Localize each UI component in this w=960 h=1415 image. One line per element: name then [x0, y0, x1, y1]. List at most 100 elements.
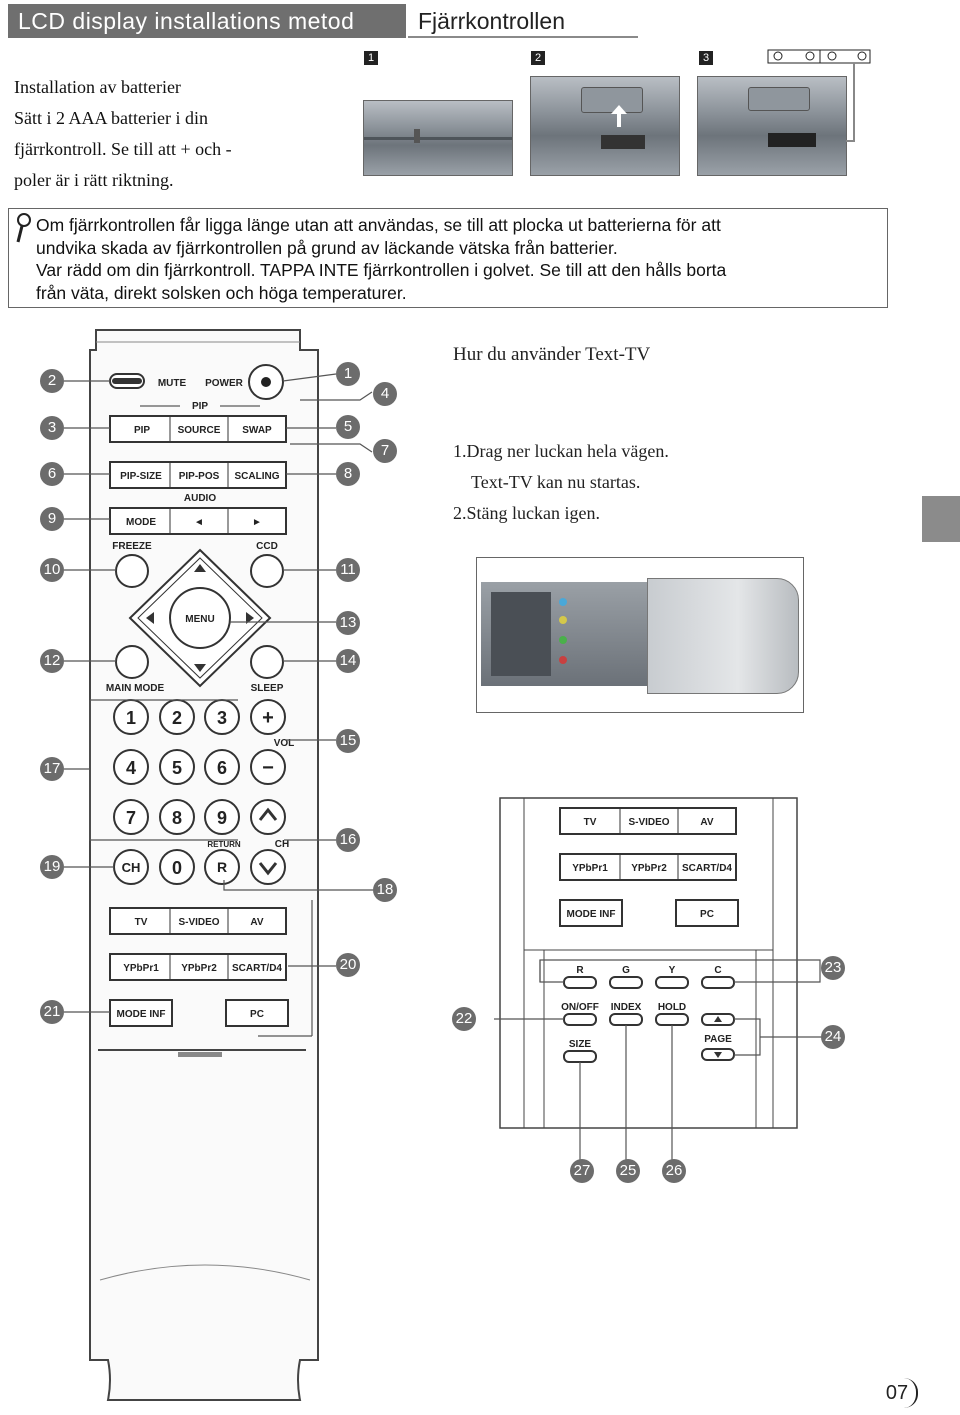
page-label: PAGE: [704, 1034, 732, 1045]
pc-button: PC: [250, 1009, 264, 1020]
key-0: 0: [172, 858, 182, 878]
battery-polarity-icon: [767, 49, 871, 142]
teletext-button-detail: TV S-VIDEO AV YPbPr1 YPbPr2 SCART/D4 MOD…: [494, 797, 822, 1160]
audio-label: AUDIO: [184, 493, 216, 504]
battery-photo-2: [530, 76, 680, 176]
callout-22: 22: [452, 1007, 476, 1031]
main-mode-label: MAIN MODE: [106, 683, 165, 694]
r-key-label: R: [576, 965, 584, 976]
detail-av-button: AV: [700, 817, 713, 828]
callout-20: 20: [336, 953, 360, 977]
key-1: 1: [126, 708, 136, 728]
callout-18: 18: [373, 878, 397, 902]
key-4: 4: [126, 758, 136, 778]
callout-25: 25: [616, 1159, 640, 1183]
audio-left-button: ◄: [194, 517, 204, 528]
vol-label: VOL: [274, 738, 295, 749]
pip-size-button: PIP-SIZE: [120, 471, 162, 482]
step-number-2: 2: [531, 51, 545, 65]
page-number: 07: [878, 1378, 918, 1408]
callout-17: 17: [40, 757, 64, 781]
callout-12: 12: [40, 649, 64, 673]
side-tab: [922, 496, 960, 542]
g-key-label: G: [622, 965, 630, 976]
key-6: 6: [217, 758, 227, 778]
tv-button: TV: [135, 917, 148, 928]
battery-photo-3: [697, 76, 847, 176]
index-label: INDEX: [611, 1002, 642, 1013]
warning-line: undvika skada av fjärrkontrollen på grun…: [36, 237, 618, 258]
svideo-button: S-VIDEO: [178, 917, 219, 928]
audio-right-button: ►: [252, 517, 262, 528]
callout-lines: [64, 373, 374, 1037]
callout-19: 19: [40, 855, 64, 879]
remote-cover-photo: [476, 557, 804, 713]
teletext-steps: 1.Drag ner luckan hela vägen. Text-TV ka…: [453, 436, 669, 529]
detail-ypbpr2-button: YPbPr2: [631, 863, 667, 874]
warning-line: Var rädd om din fjärrkontroll. TAPPA INT…: [36, 260, 727, 280]
detail-pc-button: PC: [700, 909, 714, 920]
hold-label: HOLD: [658, 1002, 686, 1013]
callout-15: 15: [336, 729, 360, 753]
callout-27: 27: [570, 1159, 594, 1183]
key-3: 3: [217, 708, 227, 728]
callout-16: 16: [336, 828, 360, 852]
key-5: 5: [172, 758, 182, 778]
callout-13: 13: [336, 611, 360, 635]
teletext-title: Hur du använder Text-TV: [453, 344, 651, 365]
size-label: SIZE: [569, 1039, 592, 1050]
teletext-step: 1.Drag ner luckan hela vägen.: [453, 441, 669, 461]
detail-mode-inf-button: MODE INF: [567, 909, 616, 920]
source-button: SOURCE: [178, 425, 221, 436]
mode-button: MODE: [126, 517, 156, 528]
mode-inf-button: MODE INF: [117, 1009, 166, 1020]
callout-11: 11: [336, 558, 360, 582]
detail-ypbpr1-button: YPbPr1: [572, 863, 608, 874]
ypbpr2-button: YPbPr2: [181, 963, 217, 974]
callout-14: 14: [336, 649, 360, 673]
number-keypad: [113, 699, 286, 885]
sleep-label: SLEEP: [251, 683, 284, 694]
battery-heading: Installation av batterier: [14, 77, 181, 97]
callout-9: 9: [40, 507, 64, 531]
r-button: R: [217, 859, 227, 875]
callout-1: 1: [336, 362, 360, 386]
onoff-label: ON/OFF: [561, 1002, 599, 1013]
warning-text: Om fjärrkontrollen får ligga länge utan …: [36, 214, 886, 304]
warning-line: från väta, direkt solsken och höga tempe…: [36, 282, 407, 303]
callout-10: 10: [40, 558, 64, 582]
ch-button: CH: [122, 860, 141, 875]
y-key-label: Y: [669, 965, 676, 976]
teletext-step: Text-TV kan nu startas.: [471, 472, 641, 492]
battery-line: Sätt i 2 AAA batterier i din: [14, 108, 208, 128]
battery-line: fjärrkontroll. Se till att + och -: [14, 139, 232, 159]
step-number-1: 1: [364, 51, 378, 65]
pip-group-label: PIP: [192, 401, 208, 412]
detail-svideo-button: S-VIDEO: [628, 817, 669, 828]
ch-label: CH: [275, 839, 289, 850]
freeze-label: FREEZE: [112, 541, 152, 552]
vol-up-key: +: [262, 707, 274, 729]
battery-instructions: Installation av batterier Sätt i 2 AAA b…: [14, 72, 344, 196]
scart-button: SCART/D4: [232, 963, 282, 974]
pip-pos-button: PIP-POS: [179, 471, 220, 482]
teletext-step: 2.Stäng luckan igen.: [453, 503, 600, 523]
callout-23: 23: [821, 956, 845, 980]
warning-line: Om fjärrkontrollen får ligga länge utan …: [36, 215, 721, 235]
detail-tv-button: TV: [584, 817, 597, 828]
callout-4: 4: [373, 382, 397, 406]
remote-control-diagram: MUTE POWER PIP PIP SOURCE SWAP PIP-SIZE …: [64, 329, 374, 1401]
battery-photo-1: [363, 100, 513, 176]
callout-8: 8: [336, 462, 360, 486]
power-label: POWER: [205, 378, 244, 389]
scaling-button: SCALING: [235, 471, 280, 482]
callout-26: 26: [662, 1159, 686, 1183]
key-7: 7: [126, 808, 136, 828]
callout-5: 5: [336, 415, 360, 439]
callout-3: 3: [40, 416, 64, 440]
key-2: 2: [172, 708, 182, 728]
ypbpr1-button: YPbPr1: [123, 963, 159, 974]
callout-21: 21: [40, 1000, 64, 1024]
warning-note: [8, 208, 888, 308]
callout-2: 2: [40, 369, 64, 393]
